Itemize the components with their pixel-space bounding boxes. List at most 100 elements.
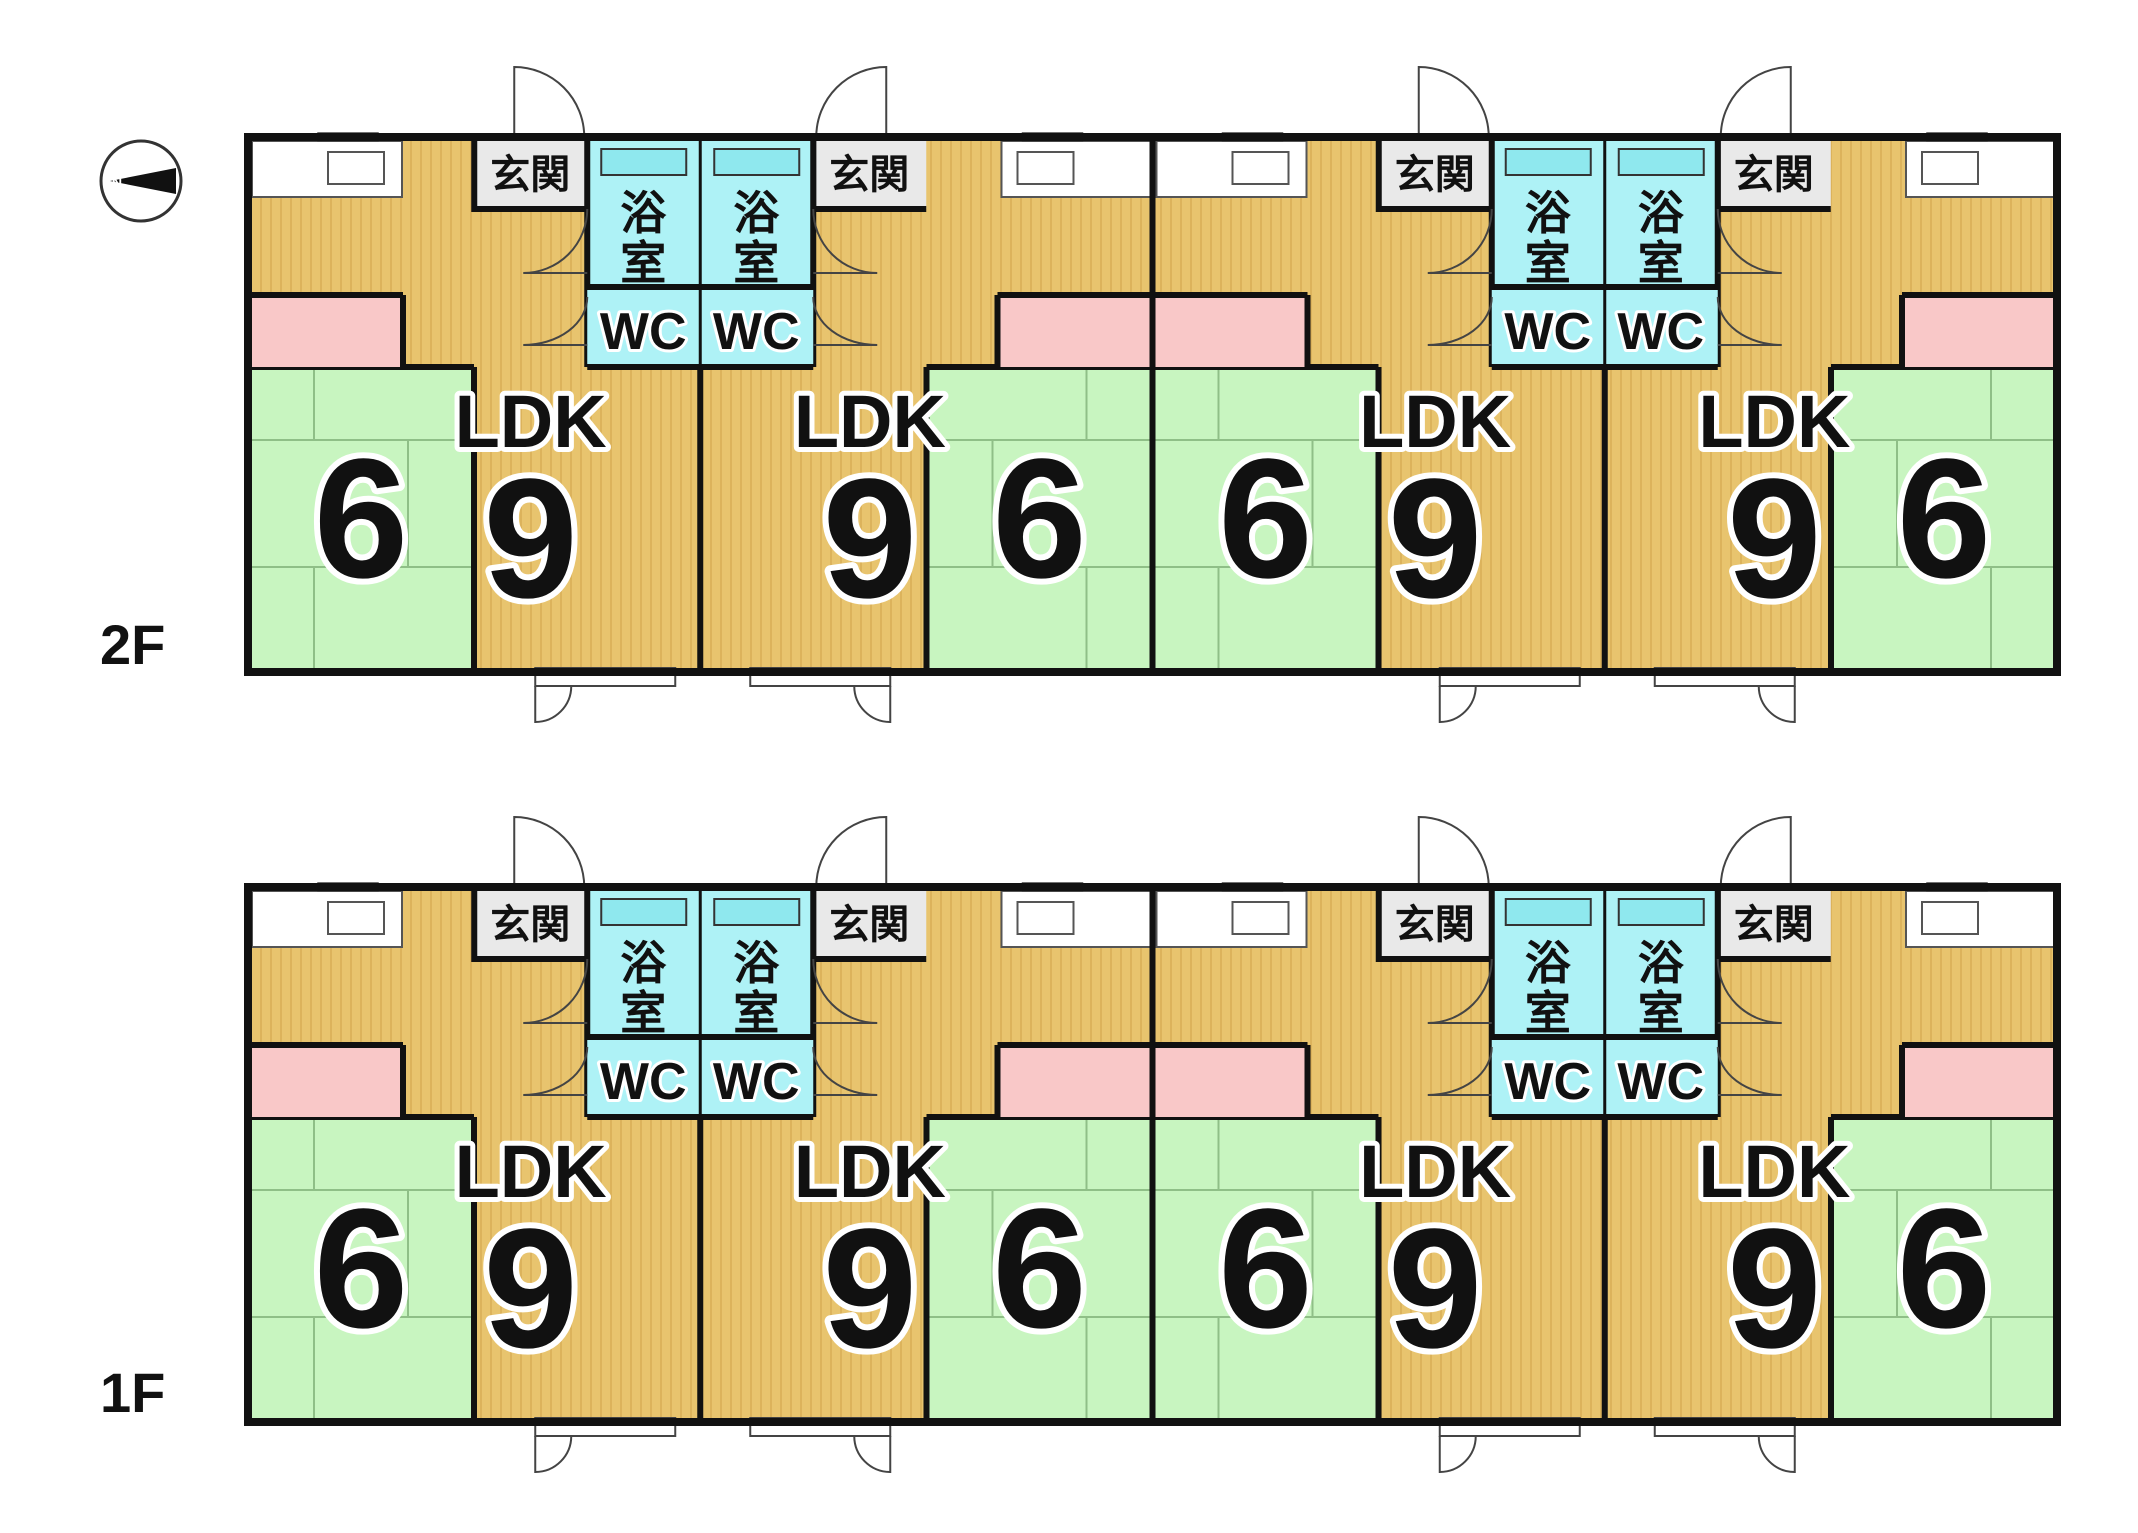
tatami-size-label: 6: [992, 1174, 1087, 1364]
interior-wall: [1375, 137, 1492, 212]
tatami-floor: [926, 367, 1153, 672]
tatami-floor: [1831, 1117, 2057, 1422]
tatami-floor: [926, 1117, 1153, 1422]
toilet-label: WC: [1617, 303, 1704, 361]
entrance-area: [1378, 887, 1492, 959]
ldk-label: LDK: [455, 380, 607, 463]
entrance-area: [813, 137, 927, 209]
door-swing: [1427, 1046, 1493, 1096]
kitchen-sink: [1016, 151, 1075, 185]
entrance-area: [813, 887, 927, 959]
entry-door-swing: [1719, 815, 1792, 888]
door-swing: [1427, 208, 1493, 274]
kitchen-sink: [327, 901, 385, 935]
toilet-room: [1604, 1040, 1718, 1114]
toilet-room: [700, 1040, 814, 1114]
kitchen-sink: [1921, 151, 1979, 185]
bath-label: 浴: [1525, 937, 1572, 989]
closet: [997, 295, 1153, 367]
door-swing: [1716, 208, 1782, 274]
toilet-label: WC: [1617, 1053, 1704, 1111]
door-swing: [812, 958, 878, 1024]
bath-label: 浴: [733, 187, 780, 239]
door-swing: [1716, 958, 1782, 1024]
ldk-size-label: 9: [483, 1194, 578, 1384]
door-swing: [1716, 296, 1782, 346]
kitchen-sink: [1016, 901, 1075, 935]
balcony-door-swing: [1438, 1435, 1477, 1474]
bathtub: [600, 898, 688, 926]
bathtub: [600, 148, 688, 176]
toilet-label: WC: [1504, 1053, 1591, 1111]
bathtub: [1617, 898, 1705, 926]
door-swing: [812, 296, 878, 346]
entry-door-swing: [815, 65, 888, 138]
tatami-floor: [248, 1117, 474, 1422]
toilet-room: [1491, 290, 1605, 364]
toilet-label: WC: [1504, 303, 1591, 361]
door-swing: [1427, 296, 1493, 346]
entrance-area: [474, 887, 588, 959]
bathtub: [1617, 148, 1705, 176]
ldk-label: LDK: [794, 1130, 946, 1213]
bath-label: 浴: [1638, 187, 1685, 239]
interior-wall: [471, 137, 588, 212]
ldk-size-label: 9: [823, 1194, 918, 1384]
ldk-size-label: 9: [823, 444, 918, 634]
ldk-label: LDK: [794, 380, 946, 463]
ldk-size-label: 9: [483, 444, 578, 634]
toilet-room: [587, 290, 701, 364]
kitchen-sink: [1231, 151, 1290, 185]
ldk-label: LDK: [1698, 380, 1850, 463]
balcony-door-swing: [853, 685, 892, 724]
closet: [1152, 295, 1308, 367]
ldk-label: LDK: [1698, 1130, 1850, 1213]
door-swing: [523, 296, 589, 346]
ldk-size-label: 9: [1388, 1194, 1483, 1384]
door-swing: [523, 958, 589, 1024]
door-swing: [812, 1046, 878, 1096]
bath-label: 浴: [1525, 187, 1572, 239]
bath-label: 室: [1525, 987, 1571, 1039]
entrance-label: 玄関: [1734, 903, 1814, 947]
balcony-door-swing: [534, 685, 573, 724]
door-swing: [1427, 958, 1493, 1024]
tatami-size-label: 6: [1897, 424, 1992, 614]
closet: [248, 295, 403, 367]
entry-door-swing: [1417, 815, 1490, 888]
interior-wall: [1375, 887, 1492, 962]
ldk-size-label: 9: [1727, 444, 1822, 634]
bathtub: [1504, 898, 1592, 926]
exterior-wall: [244, 133, 2061, 676]
toilet-room: [1491, 1040, 1605, 1114]
bath-label: 室: [733, 987, 779, 1039]
ldk-label: LDK: [455, 1130, 607, 1213]
tatami-size-label: 6: [314, 1174, 409, 1364]
door-swing: [523, 208, 589, 274]
toilet-room: [587, 1040, 701, 1114]
entry-door-swing: [1719, 65, 1792, 138]
ldk-size-label: 9: [1388, 444, 1483, 634]
bath-label: 浴: [620, 187, 667, 239]
toilet-room: [700, 290, 814, 364]
entry-door-swing: [513, 65, 586, 138]
entrance-area: [1717, 887, 1831, 959]
door-swing: [1716, 1046, 1782, 1096]
tatami-floor: [1152, 367, 1379, 672]
door-swing: [523, 1046, 589, 1096]
toilet-label: WC: [600, 1053, 687, 1111]
tatami-floor: [248, 367, 474, 672]
closet: [1902, 295, 2057, 367]
tatami-size-label: 6: [1897, 1174, 1992, 1364]
ldk-label: LDK: [1359, 1130, 1511, 1213]
